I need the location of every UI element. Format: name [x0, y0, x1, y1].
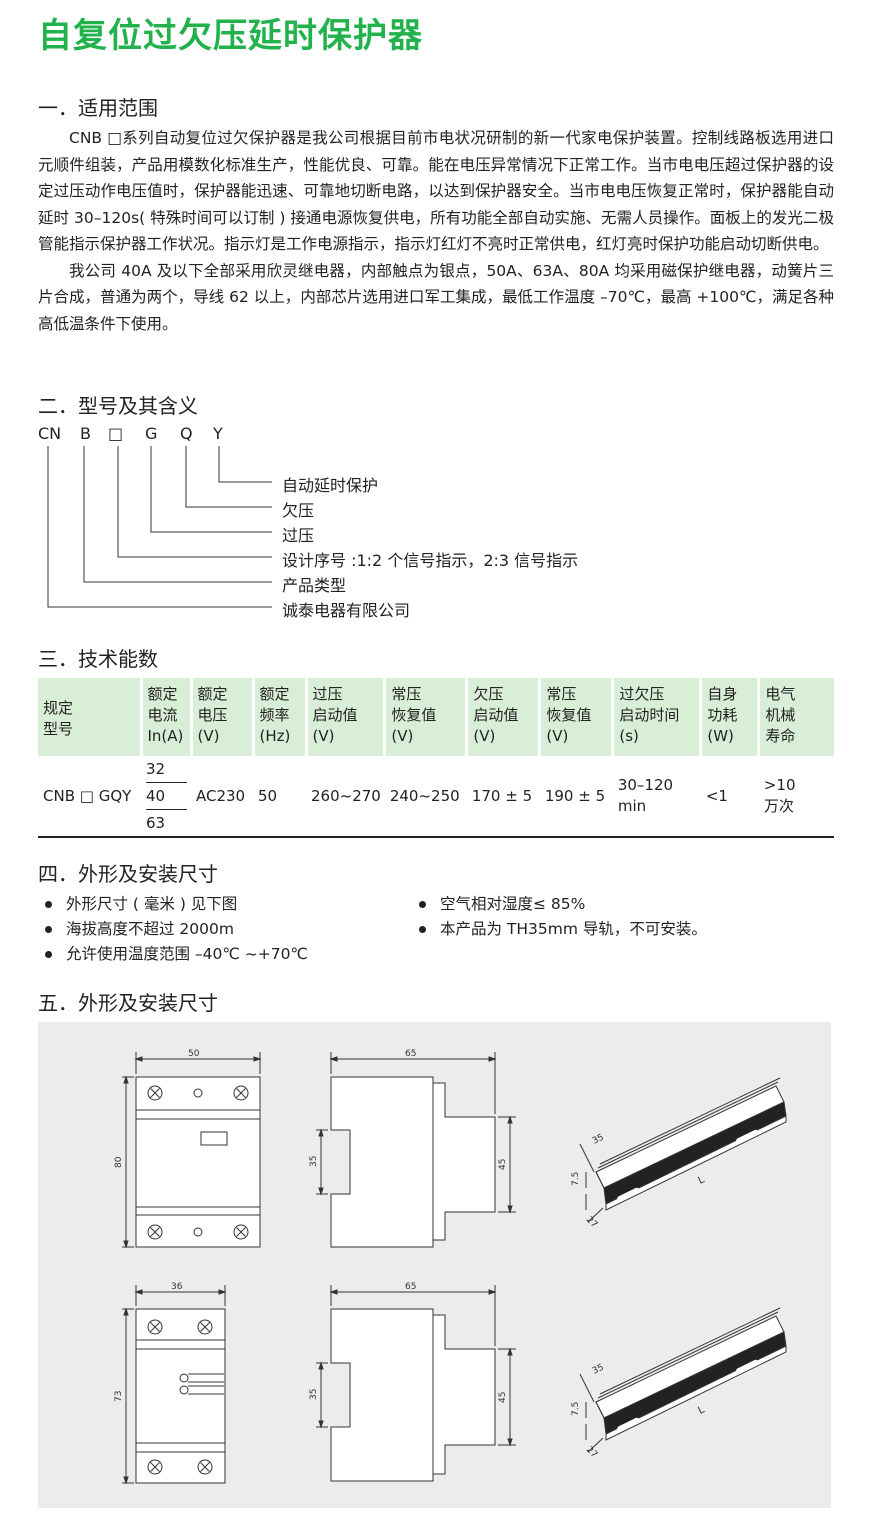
- dim-height-45: 45: [498, 1159, 508, 1170]
- dim-depth-65: 65: [405, 1049, 416, 1059]
- list-item: 允许使用温度范围 –40℃ ~+70℃: [38, 942, 308, 967]
- side-view-bottom: [316, 1285, 516, 1482]
- section-heading-install: 四．外形及安装尺寸: [38, 862, 218, 886]
- list-item: 空气相对湿度≤ 85%: [412, 892, 707, 917]
- model-meaning-y: 自动延时保护: [282, 476, 379, 495]
- scope-paragraph-1: CNB □系列自动复位过欠保护器是我公司根据目前市电状况研制的新一代家电保护装置…: [38, 129, 834, 253]
- cell-under-start: 170 ± 5: [466, 756, 540, 838]
- table-header: 额定频率(Hz): [253, 678, 308, 756]
- dim-height-45-b: 45: [498, 1392, 508, 1403]
- din-rail-top: [579, 1077, 787, 1223]
- table-header: 额定电压(V): [191, 678, 255, 756]
- scope-text: CNB □系列自动复位过欠保护器是我公司根据目前市电状况研制的新一代家电保护装置…: [38, 125, 834, 337]
- model-meaning-q: 欠压: [282, 501, 315, 520]
- model-connector-lines: [47, 446, 272, 608]
- table-header: 过压启动值(V): [306, 678, 387, 756]
- table-row: CNB □ GQY 32 40 63 AC230 50 260~270 240~…: [38, 756, 834, 838]
- dim-height-80: 80: [114, 1156, 124, 1168]
- table-header: 常压恢复值(V): [384, 678, 469, 756]
- model-meaning-g: 过压: [282, 526, 315, 545]
- rail-length-l: L: [696, 1174, 706, 1187]
- model-code-box: □: [108, 424, 124, 443]
- cell-model: CNB □ GQY: [38, 756, 141, 838]
- cell-voltage: AC230: [191, 756, 253, 838]
- side-view-top: [316, 1052, 516, 1248]
- rail-width-35-b: 35: [591, 1363, 606, 1377]
- cell-over-start: 260~270: [306, 756, 385, 838]
- section-heading-specs: 三．技术能数: [38, 647, 158, 671]
- cell-frequency: 50: [253, 756, 306, 838]
- dim-depth-65-b: 65: [405, 1282, 416, 1292]
- list-item: 外形尺寸 ( 毫米 ) 见下图: [38, 892, 308, 917]
- model-meaning-box: 设计序号 :1:2 个信号指示，2:3 信号指示: [282, 551, 579, 570]
- table-header: 规定型号: [38, 678, 143, 756]
- dimension-drawings: 50 80 65: [38, 1022, 831, 1508]
- dim-height-73: 73: [114, 1391, 124, 1402]
- dim-width-50: 50: [188, 1049, 200, 1059]
- rail-height-7-5-b: 7.5: [571, 1402, 581, 1416]
- cell-power: <1: [700, 756, 759, 838]
- rail-length-l-b: L: [696, 1404, 706, 1417]
- rail-27: 27: [584, 1215, 599, 1230]
- section-heading-dimensions: 五．外形及安装尺寸: [38, 991, 218, 1015]
- model-meaning-b: 产品类型: [282, 576, 347, 595]
- dimension-drawing-svg: 50 80 65: [114, 1049, 787, 1485]
- model-code-b: B: [80, 424, 91, 443]
- model-code-g: G: [145, 424, 158, 443]
- section-heading-model: 二．型号及其含义: [38, 394, 198, 418]
- rail-height-7-5: 7.5: [571, 1172, 581, 1186]
- dim-rail-35-b: 35: [309, 1389, 319, 1400]
- model-code-cn: CN: [38, 424, 62, 443]
- install-list-right: 空气相对湿度≤ 85% 本产品为 TH35mm 导轨，不可安装。: [412, 892, 707, 942]
- dim-rail-35: 35: [309, 1156, 319, 1167]
- rail-width-35: 35: [591, 1133, 606, 1147]
- table-header: 过欠压启动时间(s): [612, 678, 703, 756]
- section-heading-scope: 一．适用范围: [38, 96, 158, 120]
- rail-27-b: 27: [584, 1445, 599, 1460]
- front-view-50-80: [122, 1052, 262, 1249]
- table-header: 自身功耗(W): [700, 678, 761, 756]
- table-header: 常压恢复值(V): [539, 678, 615, 756]
- front-view-36-73: [122, 1285, 227, 1485]
- model-code-y: Y: [213, 424, 223, 443]
- din-rail-bottom: [579, 1307, 787, 1453]
- cell-normal-recover-2: 190 ± 5: [539, 756, 613, 838]
- model-meaning-cn: 诚泰电器有限公司: [282, 601, 411, 620]
- dim-width-36: 36: [171, 1282, 183, 1292]
- cell-currents: 32 40 63: [141, 756, 191, 838]
- model-code-q: Q: [180, 424, 193, 443]
- table-header: 电气机械寿命: [758, 678, 834, 756]
- list-item: 本产品为 TH35mm 导轨，不可安装。: [412, 917, 707, 942]
- table-header: 欠压启动值(V): [466, 678, 542, 756]
- scope-paragraph-2: 我公司 40A 及以下全部采用欣灵继电器，内部触点为银点，50A、63A、80A…: [38, 261, 834, 333]
- cell-normal-recover-1: 240~250: [384, 756, 467, 838]
- list-item: 海拔高度不超过 2000m: [38, 917, 308, 942]
- page-title: 自复位过欠压延时保护器: [38, 16, 423, 56]
- install-list-left: 外形尺寸 ( 毫米 ) 见下图 海拔高度不超过 2000m 允许使用温度范围 –…: [38, 892, 308, 967]
